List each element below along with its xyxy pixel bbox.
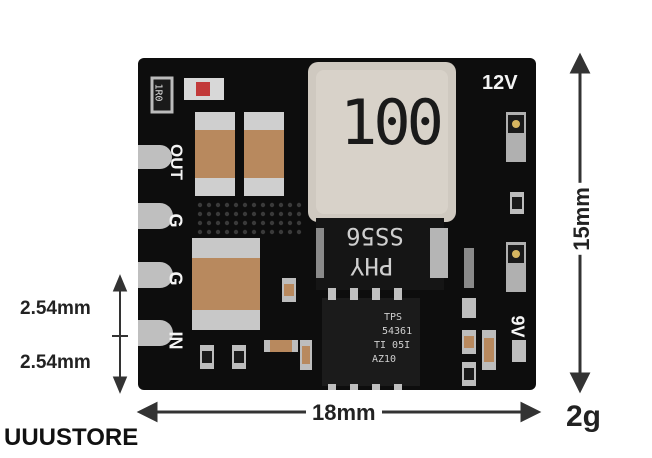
via-dot [287, 211, 293, 217]
via-dot [260, 202, 266, 208]
led [184, 78, 224, 100]
edge-pads-left [138, 145, 173, 346]
via-dot [251, 220, 257, 226]
via-dot [296, 220, 302, 226]
via-dot [215, 220, 221, 226]
via-dot [197, 229, 203, 235]
via-dot [260, 229, 266, 235]
via-dot [197, 202, 203, 208]
via-dot [242, 229, 248, 235]
via-dot [287, 202, 293, 208]
resistor-code: 1R0 [152, 83, 164, 102]
ic-marking-2: 54361 [382, 326, 413, 337]
via-dot [215, 202, 221, 208]
label-pitch-lower: 2.54mm [20, 352, 91, 373]
via-dot [296, 211, 302, 217]
via-dot [206, 211, 212, 217]
via-dot [242, 220, 248, 226]
silk-voltage-top: 12V [482, 72, 518, 94]
ic-marking-4: AZ10 [372, 354, 397, 365]
via-dot [296, 229, 302, 235]
via-dot [197, 211, 203, 217]
via-dot [269, 220, 275, 226]
via-dot [242, 202, 248, 208]
label-width: 18mm [306, 400, 382, 426]
via-dot [206, 220, 212, 226]
silk-pin-g2: G [165, 271, 186, 286]
inductor-l1 [308, 62, 456, 222]
capacitor-c1 [195, 112, 235, 196]
diode-marking-2: PHY [350, 252, 394, 280]
label-pitch-upper: 2.54mm [20, 298, 91, 319]
via-dot [269, 229, 275, 235]
via-dot [251, 211, 257, 217]
via-dot [242, 211, 248, 217]
via-dot [233, 220, 239, 226]
via-dot [287, 229, 293, 235]
via-dot [251, 202, 257, 208]
via-dot [206, 202, 212, 208]
via-dot [251, 229, 257, 235]
via-dot [287, 220, 293, 226]
via-pattern [197, 202, 302, 235]
small-smd-parts [200, 192, 526, 386]
via-dot [260, 211, 266, 217]
via-dot [233, 229, 239, 235]
capacitor-c2 [244, 112, 284, 196]
diode-marking-1: SS56 [346, 222, 404, 250]
label-weight: 2g [566, 400, 602, 433]
via-dot [278, 220, 284, 226]
diode-d1 [316, 218, 448, 290]
ic-u1 [322, 288, 420, 390]
via-dot [260, 220, 266, 226]
via-dot [206, 229, 212, 235]
via-dot [269, 211, 275, 217]
inductor-marking: 100 [340, 86, 444, 159]
silk-pin-in: IN [165, 331, 186, 350]
capacitor-c3 [192, 238, 260, 330]
via-dot [215, 211, 221, 217]
edge-pads-right [506, 112, 526, 292]
store-logo: UUUSTORE [4, 424, 139, 451]
via-dot [233, 211, 239, 217]
via-dot [224, 220, 230, 226]
ic-marking-3: TI 05I [374, 340, 411, 351]
via-dot [269, 202, 275, 208]
via-dot [296, 202, 302, 208]
via-dot [278, 211, 284, 217]
via-dot [197, 220, 203, 226]
via-dot [224, 229, 230, 235]
via-dot [278, 229, 284, 235]
via-dot [215, 229, 221, 235]
silk-pin-g1: G [165, 213, 186, 228]
silk-voltage-bottom: 9V [507, 315, 528, 338]
via-dot [224, 202, 230, 208]
label-height: 15mm [568, 183, 595, 255]
silk-pin-out: OUT [166, 144, 186, 180]
via-dot [224, 211, 230, 217]
ic-marking-1: TPS [384, 312, 403, 323]
via-dot [233, 202, 239, 208]
via-dot [278, 202, 284, 208]
resistor-r1 [150, 76, 174, 114]
